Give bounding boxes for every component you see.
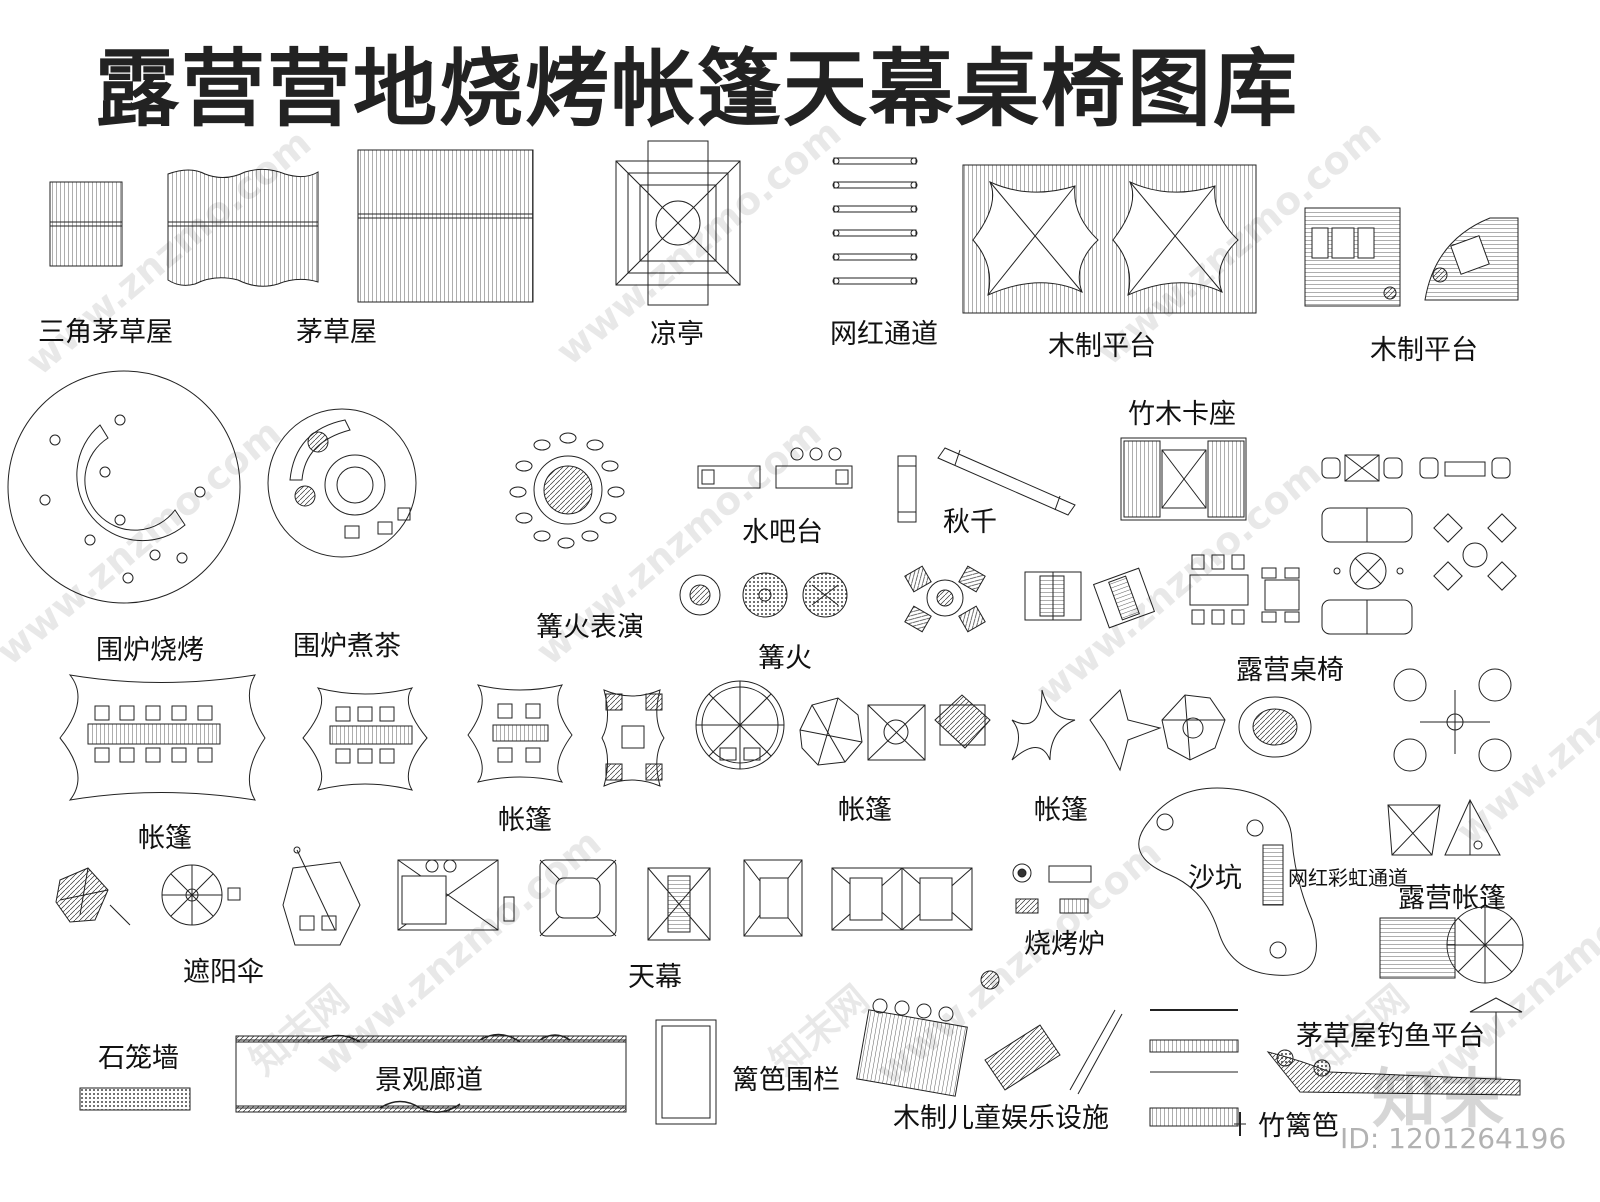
label-triangle-thatch-hut: 三角茅草屋	[38, 317, 173, 348]
bonfire-show-symbol	[509, 432, 625, 549]
bonfire-symbols	[679, 572, 848, 618]
bamboo-fence-symbols	[1149, 1009, 1246, 1136]
brand-logo: 知末	[1372, 1063, 1508, 1137]
page-title: 露营营地烧烤帐篷天幕桌椅图库	[95, 40, 1300, 138]
water-bar-symbol	[697, 447, 853, 489]
label-corridor: 景观廊道	[375, 1065, 483, 1096]
fire-tea-symbol	[267, 408, 417, 558]
label-sandpit: 沙坑	[1188, 863, 1242, 894]
label-bonfire-show: 篝火表演	[536, 612, 644, 643]
fishing-platform-symbol	[1266, 997, 1523, 1096]
label-fishing-platform: 茅草屋钓鱼平台	[1296, 1021, 1485, 1052]
canopy-symbols	[397, 859, 973, 941]
wood-platform-1-symbol	[962, 164, 1257, 314]
thatch-hut-symbol	[167, 168, 319, 287]
label-gabion-wall: 石笼墙	[98, 1043, 179, 1074]
fire-bbq-symbol	[7, 370, 241, 604]
sandpit-symbol	[1138, 787, 1317, 976]
tent-hex-symbols	[601, 680, 1226, 787]
label-tent-3: 帐篷	[838, 795, 892, 826]
label-rainbow-passage: 网红彩虹通道	[1288, 866, 1408, 890]
table-chair-set-round	[1393, 668, 1512, 772]
camp-furniture-symbols	[1321, 454, 1517, 635]
label-fire-tea: 围炉煮茶	[293, 631, 401, 662]
triangle-thatch-hut-symbol	[49, 181, 123, 267]
fence-symbol	[655, 1019, 717, 1125]
label-thatch-hut: 茅草屋	[296, 317, 377, 348]
camp-table-sets	[904, 554, 1300, 633]
image-id: ID: 1201264196	[1340, 1122, 1567, 1155]
label-swing: 秋千	[943, 507, 997, 538]
label-camp-tent: 露营帐篷	[1398, 883, 1506, 914]
tent-large-symbol	[59, 674, 266, 801]
label-wood-platform-2: 木制平台	[1370, 335, 1478, 366]
parasol-symbols	[55, 846, 361, 946]
label-tent-1: 帐篷	[138, 823, 192, 854]
label-kids-facility: 木制儿童娱乐设施	[893, 1103, 1109, 1134]
bbq-grill-symbols	[1012, 863, 1092, 914]
label-net-passage: 网红通道	[830, 319, 938, 350]
label-canopy: 天幕	[628, 962, 682, 993]
label-fence: 篱笆围栏	[732, 1065, 840, 1096]
swing-symbol	[897, 447, 1076, 523]
tent-oval-symbol	[1238, 696, 1312, 758]
label-tent-2: 帐篷	[498, 805, 552, 836]
label-fire-bbq: 围炉烧烤	[96, 635, 204, 666]
label-bbq-grill: 烧烤炉	[1024, 929, 1105, 960]
label-parasol: 遮阳伞	[183, 957, 264, 988]
net-passage-symbol	[832, 157, 918, 285]
label-bamboo-booth: 竹木卡座	[1128, 399, 1236, 430]
label-camp-table: 露营桌椅	[1236, 655, 1344, 686]
label-bonfire: 篝火	[758, 643, 812, 674]
label-wood-platform-1: 木制平台	[1048, 331, 1156, 362]
label-water-bar: 水吧台	[742, 517, 823, 548]
pavilion-symbol	[615, 140, 741, 306]
bamboo-booth-symbol	[1120, 437, 1247, 521]
wood-platform-2-symbol	[1304, 207, 1519, 307]
tent-medium-symbol	[302, 687, 428, 791]
tent-small-symbol	[467, 684, 573, 783]
label-bamboo-fence: 竹篱笆	[1258, 1111, 1339, 1142]
label-tent-4: 帐篷	[1034, 795, 1088, 826]
kids-facility-symbols	[856, 970, 1123, 1097]
landscape-corridor-symbol	[235, 1033, 627, 1113]
thatch-hut-large-symbol	[357, 149, 534, 303]
camp-tent-symbols	[1379, 798, 1524, 984]
gabion-wall-symbol	[79, 1087, 191, 1111]
label-pavilion: 凉亭	[650, 319, 704, 350]
